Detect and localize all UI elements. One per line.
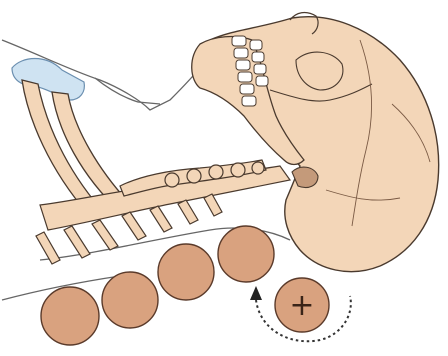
roller-2	[102, 272, 158, 328]
tooth-1	[232, 36, 246, 46]
roller-4	[218, 226, 274, 282]
vertebra-3	[92, 220, 118, 250]
vertebra-knob-5	[252, 162, 264, 174]
vertebra-knob-1	[165, 173, 179, 187]
vertebra-4	[122, 212, 146, 240]
tooth-7	[250, 40, 262, 50]
vertebra-2	[64, 226, 90, 258]
tooth-3	[236, 60, 250, 70]
tooth-6	[242, 96, 256, 106]
vertebra-7	[204, 194, 222, 216]
vertebra-knob-2	[187, 169, 201, 183]
active-roller-symbol: +	[289, 288, 314, 323]
roller-1	[41, 287, 99, 345]
roller-3	[158, 244, 214, 300]
tooth-9	[254, 64, 266, 74]
plus-symbol: +	[289, 288, 314, 323]
tooth-2	[234, 48, 248, 58]
arrow-head	[250, 286, 262, 300]
tooth-10	[256, 76, 268, 86]
clavicle-icon	[12, 59, 84, 101]
cartilage-cap	[12, 59, 84, 101]
rollers	[41, 226, 329, 345]
vertebra-5	[150, 206, 172, 232]
tooth-4	[238, 72, 252, 82]
vertebra-knob-4	[231, 163, 245, 177]
tooth-5	[240, 84, 254, 94]
vertebra-knob-3	[209, 165, 223, 179]
tooth-8	[252, 52, 264, 62]
vertebra-6	[178, 200, 198, 224]
